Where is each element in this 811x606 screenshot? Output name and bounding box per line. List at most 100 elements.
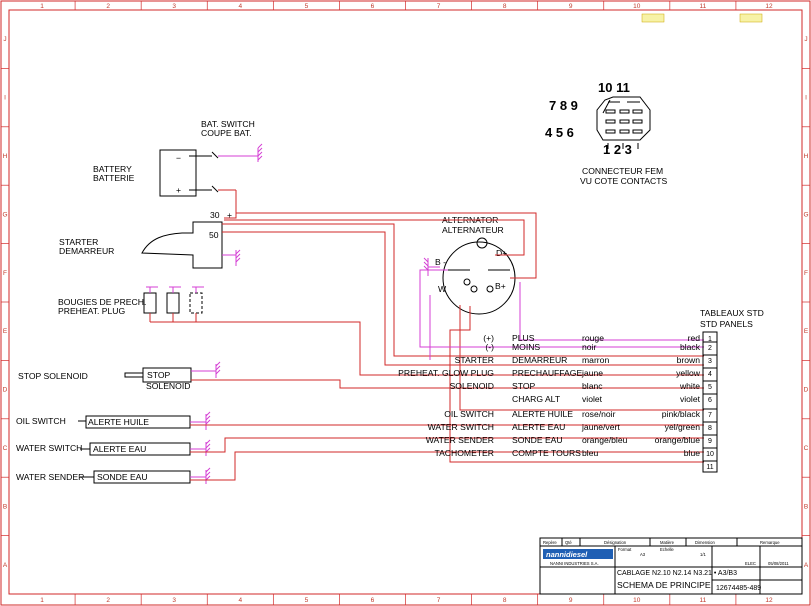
row-ref-I-right: I [805,95,807,102]
panel-row-9-pin: 9 [708,438,712,445]
panel-row-7-fr-color: rose/noir [582,409,616,419]
column-ref-12-top: 12 [765,3,773,10]
column-ref-4-bottom: 4 [238,597,242,604]
svg-text:Matière: Matière [660,540,675,545]
oil-switch-label: OIL SWITCH [16,416,66,426]
panel-row-8-en: ALERTE EAU [512,422,565,432]
row-ref-D-right: D [804,387,809,394]
column-ref-1-bottom: 1 [40,597,44,604]
row-ref-A-right: A [804,562,809,569]
alt-terminal-d-plus: D+ [496,248,507,258]
panel-connector-strip [702,331,718,473]
row-ref-G-right: G [803,211,808,218]
panel-row-8-left: WATER SWITCH [428,422,494,432]
panel-row-9-left: WATER SENDER [426,435,494,445]
date-value: 05/08/2011 [768,561,789,566]
starter-terminal-30: 30 [210,210,220,220]
company-name: NANNI INDUSTRIES S.A. [550,561,599,566]
panel-row-4-left: PREHEAT. GLOW PLUG [398,368,494,378]
panel-row-6-en: CHARG ALT [512,394,561,404]
panel-row-9-en: SONDE EAU [512,435,563,445]
panel-row-2-fr-color: noir [582,342,596,352]
column-ref-10-top: 10 [633,3,641,10]
battery-section: BAT. SWITCH COUPE BAT. BATTERY BATTERIE … [93,119,263,213]
alternator-label-2: ALTERNATEUR [442,225,504,235]
panel-row-2-color: black [680,342,701,352]
row-ref-J-right: J [804,36,807,43]
panel-row-4-pin: 4 [708,371,712,378]
stop-solenoid-section: STOP SOLENOID STOP SOLENOID [18,361,221,391]
svg-text:Echelle: Echelle [660,547,674,552]
stop-solenoid-label: STOP SOLENOID [18,371,88,381]
panel-row-5-color: white [679,381,700,391]
row-ref-I-left: I [4,95,6,102]
connector-pins-bottom: 1 2 3 [603,142,632,157]
panel-row-7-pin: 7 [708,412,712,419]
panel-row-2-left: (-) [485,342,494,352]
row-ref-A-left: A [3,562,8,569]
column-ref-8-top: 8 [503,3,507,10]
column-ref-9-top: 9 [569,3,573,10]
starter-label-1: STARTER [59,237,98,247]
svg-text:Qté: Qté [565,540,572,545]
row-ref-G-left: G [2,211,7,218]
panel-row-4-color: yellow [676,368,701,378]
drawing-title: CABLAGE N2.10 N2.14 N3.21 • A3/B3 [617,570,737,577]
column-ref-2-top: 2 [106,3,110,10]
alt-terminal-w: W [438,284,447,294]
water-switch-label: WATER SWITCH [16,443,82,453]
alerte-eau-label: ALERTE EAU [93,444,146,454]
title-block: Repère Qté Désignation Matière Dimension… [539,537,803,595]
panel-row-1-en: PLUS [512,333,535,343]
alerte-huile-label: ALERTE HUILE [88,417,149,427]
column-ref-3-top: 3 [172,3,176,10]
stop-box-label: STOP [147,370,171,380]
panel-row-5-fr-color: blanc [582,381,603,391]
column-ref-8-bottom: 8 [503,597,507,604]
column-ref-12-bottom: 12 [765,597,773,604]
row-ref-E-left: E [3,328,8,335]
scale-value: 1/1 [700,552,706,557]
column-ref-6-top: 6 [371,3,375,10]
panel-row-5-pin: 5 [708,384,712,391]
starter-section: STARTER DEMARREUR 30 + 50 [59,210,241,269]
water-sender-label: WATER SENDER [16,472,84,482]
drawing-subtitle: SCHEMA DE PRINCIPE [617,580,711,590]
panel-title-2: STD PANELS [700,319,753,329]
svg-text:Dimension: Dimension [695,540,715,545]
panel-row-6-color: violet [680,394,701,404]
panel-row-8-pin: 8 [708,425,712,432]
panel-row-5-en: STOP [512,381,536,391]
row-ref-C-right: C [804,445,809,452]
panel-row-10-fr-color: bleu [582,448,598,458]
panel-row-4-en: PRECHAUFFAGE [512,368,582,378]
panel-row-2-pin: 2 [708,345,712,352]
panel-title-1: TABLEAUX STD [700,308,764,318]
panel-row-8-fr-color: jaune/vert [581,422,620,432]
glow-label-2: PREHEAT. PLUG [58,306,125,316]
connector-title-2: VU COTE CONTACTS [580,176,667,186]
alt-terminal-b-plus: B+ [495,281,506,291]
panel-row-3-left: STARTER [455,355,494,365]
bat-switch-label-1: BAT. SWITCH [201,119,255,129]
company-logo [543,549,613,559]
row-ref-E-right: E [804,328,809,335]
panel-row-2-en: MOINS [512,342,540,352]
panel-row-1-pin: 1 [708,336,712,343]
panel-row-6-pin: 6 [708,397,712,404]
row-ref-F-left: F [3,270,7,277]
stop-solenoid-box [142,367,192,383]
column-ref-10-bottom: 10 [633,597,641,604]
row-ref-B-left: B [3,503,7,510]
glow-label-1: BOUGIES DE PRECH. [58,297,146,307]
battery-plus: + [176,185,181,195]
panel-row-1-color: red [688,333,701,343]
connector-pins-low: 4 5 6 [545,125,574,140]
column-ref-3-bottom: 3 [172,597,176,604]
panel-row-7-left: OIL SWITCH [444,409,494,419]
reference-number: 12674485-489 [716,585,761,592]
column-ref-7-top: 7 [437,3,441,10]
row-ref-J-left: J [3,36,6,43]
